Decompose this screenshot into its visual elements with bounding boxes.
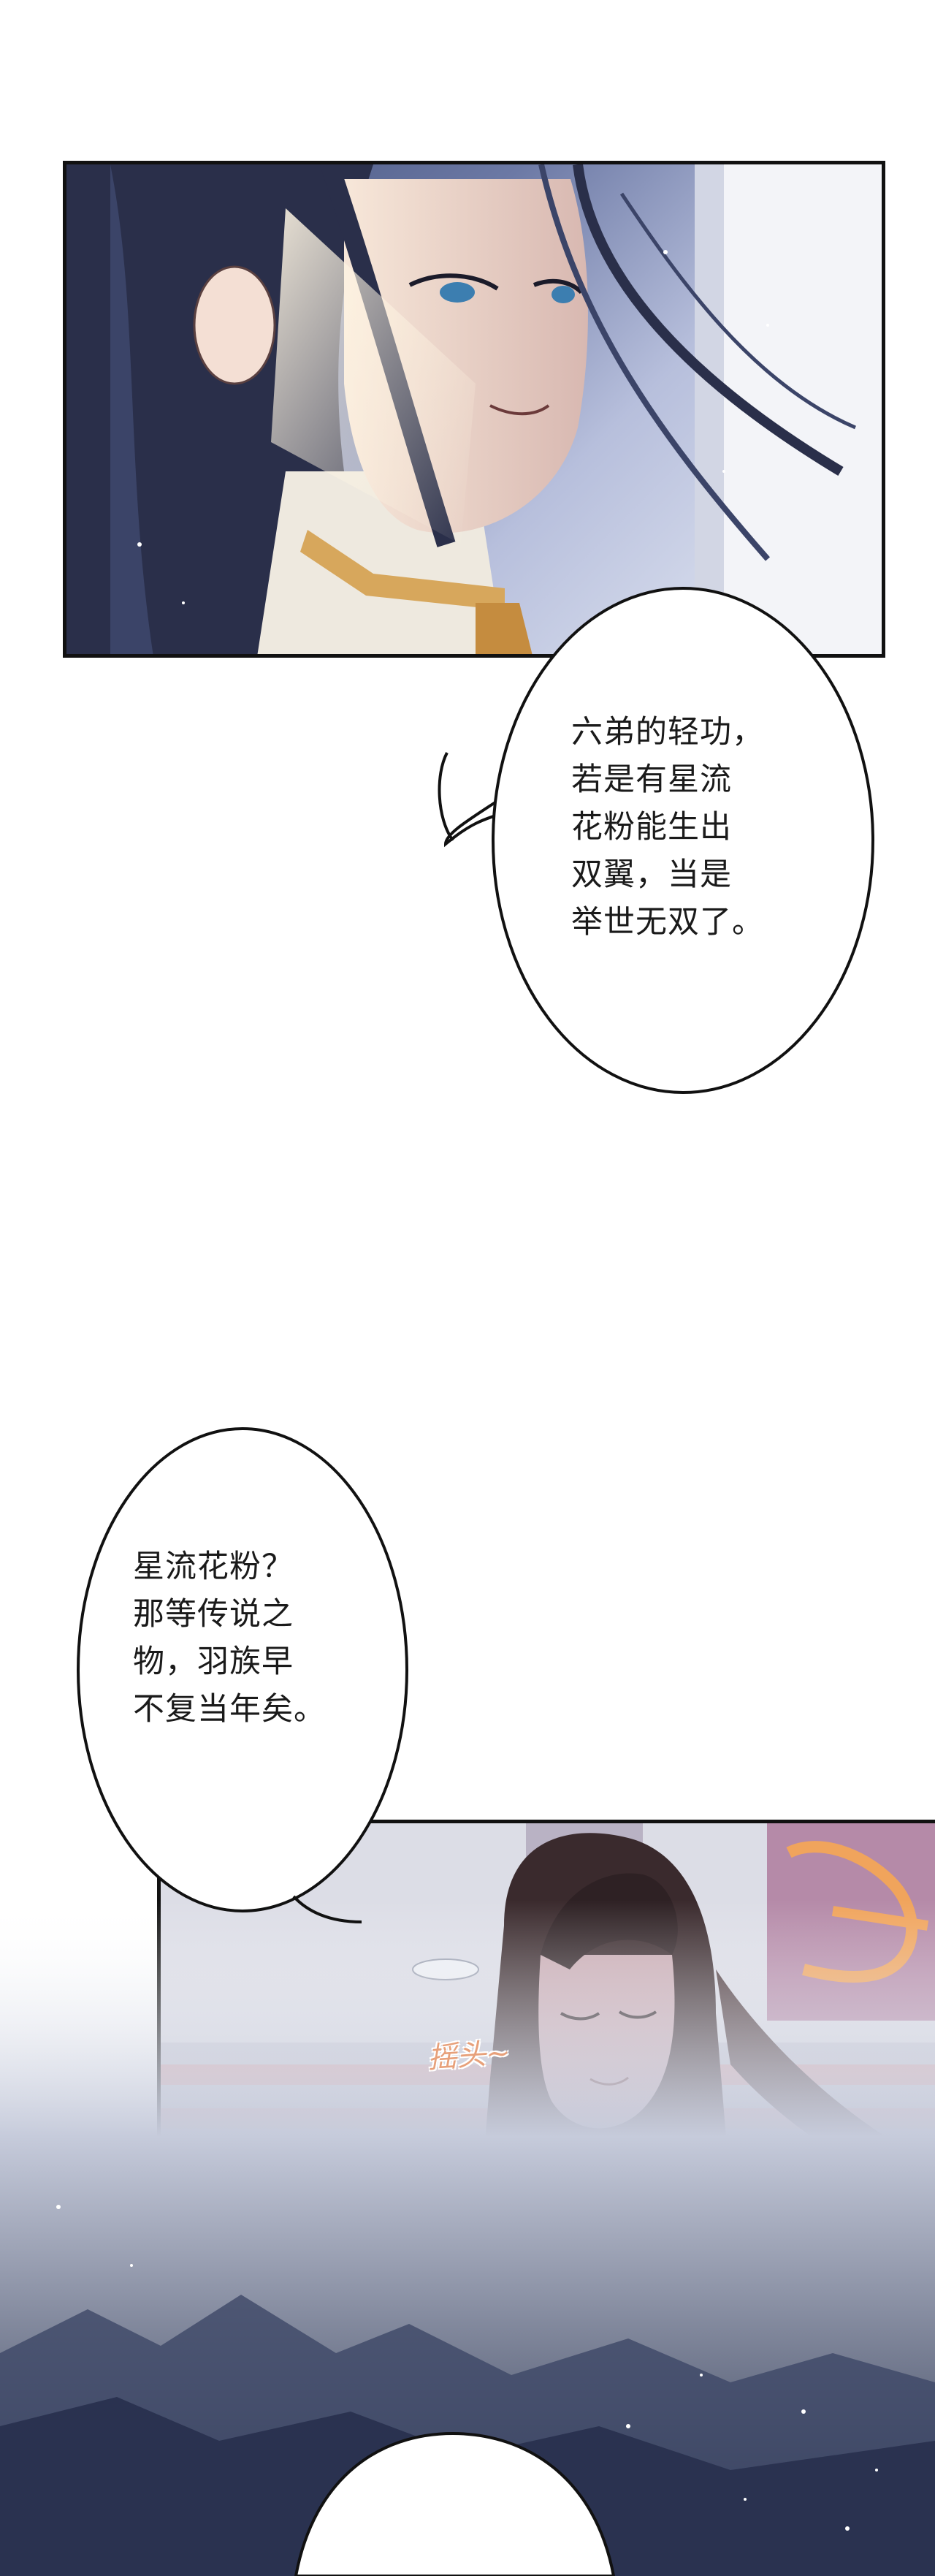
bottom-night-sky [0,1900,935,2576]
bubble-1-text: 六弟的轻功， 若是有星流 花粉能生出 双翼，当是 举世无双了。 [571,714,764,941]
speech-bubble-1 [438,587,874,1094]
night-sky-art [0,1900,935,2576]
panel-1-portrait [63,161,885,658]
sfx-head-shake: 摇头~ [426,2036,512,2075]
bubble-2-text: 星流花粉？ 那等传说之 物，羽族早 不复当年矣。 [133,1549,326,1728]
speech-bubble-3-partial [294,2431,616,2576]
speech-bubble-2 [77,1427,408,1923]
portrait-art [66,164,882,654]
